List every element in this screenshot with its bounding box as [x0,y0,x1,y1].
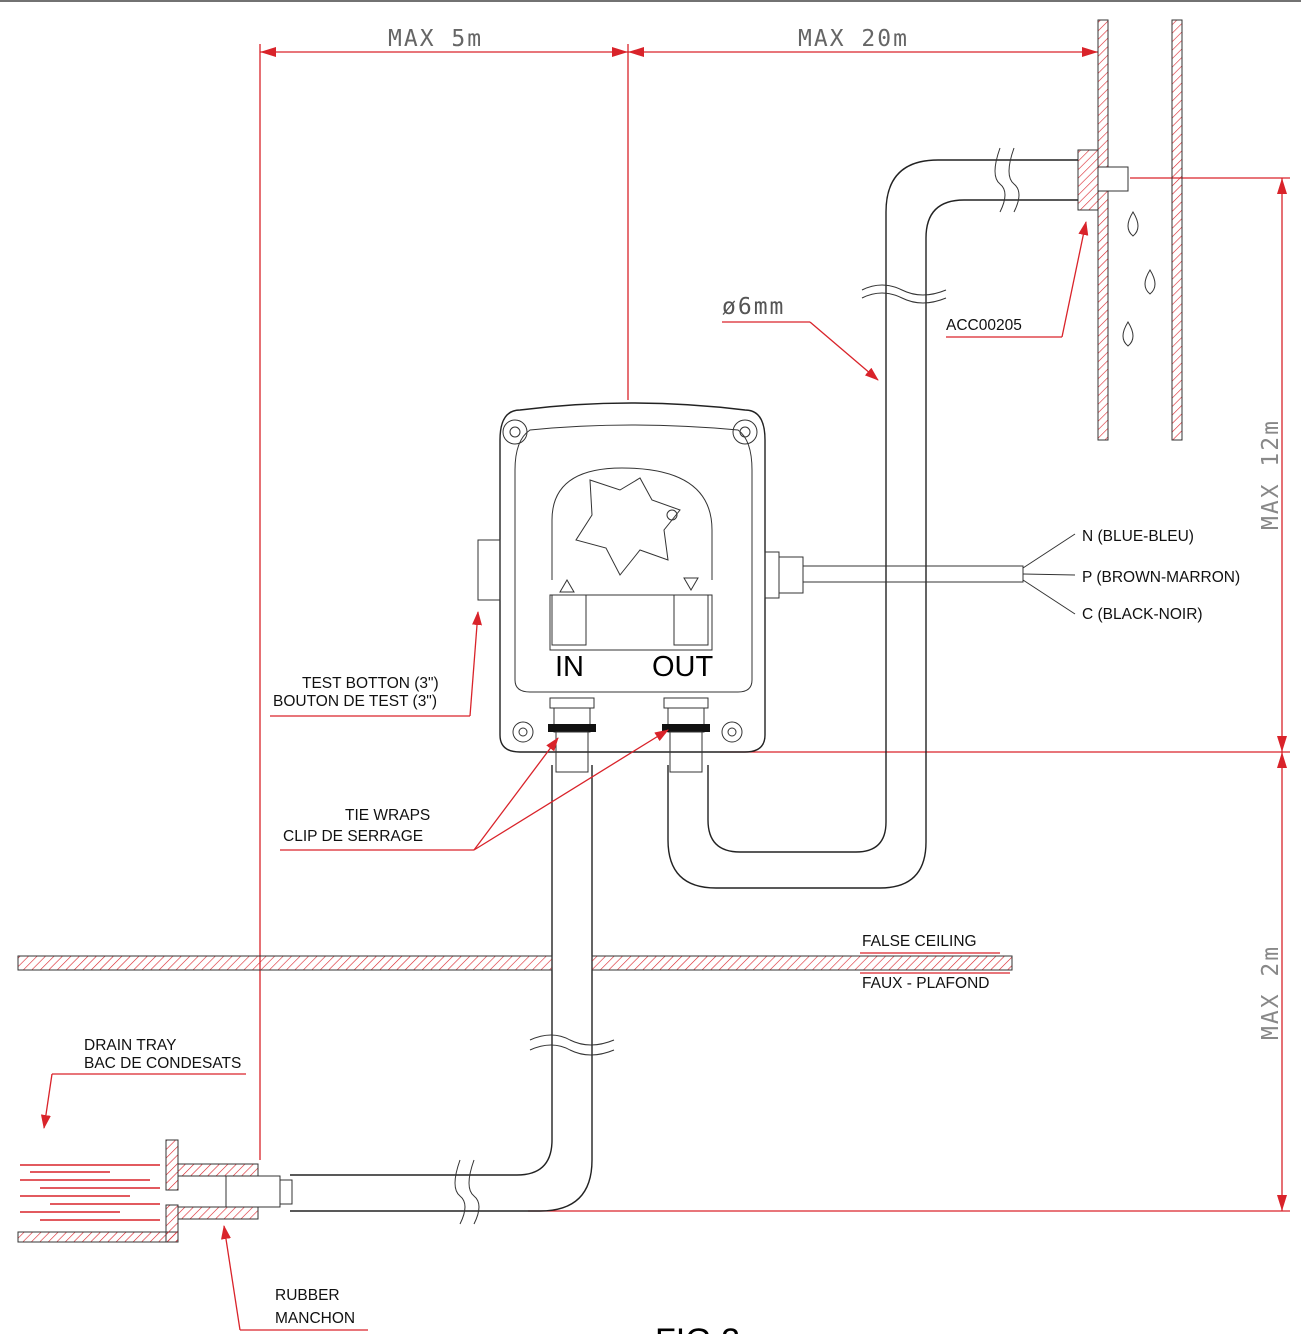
in-label: IN [555,651,584,683]
callout-drain-tray: DRAIN TRAY BAC DE CONDESATS [40,1037,246,1129]
test-button-label-fr: BOUTON DE TEST (3") [273,693,437,710]
outlet-tube [667,147,1078,889]
dimension-max-20m: MAX 20m [628,26,1098,57]
drain-tray-label-en: DRAIN TRAY [84,1037,176,1054]
diameter-label: ø6mm [722,294,785,320]
callout-tie-wraps: TIE WRAPS CLIP DE SERRAGE [280,729,669,851]
callout-test-button: TEST BOTTON (3") BOUTON DE TEST (3") [270,611,482,717]
wire-p-label: P (BROWN-MARRON) [1082,569,1240,586]
drain-tray [17,1139,293,1243]
tie-wraps-label-en: TIE WRAPS [345,807,430,824]
drain-tray-label-fr: BAC DE CONDESATS [84,1055,241,1072]
rubber-label-fr: MANCHON [275,1310,355,1327]
max-5m-label: MAX 5m [388,26,483,52]
dimension-max-5m: MAX 5m [259,26,629,1160]
dimension-max-2m: MAX 2m [528,752,1290,1212]
wires: N (BLUE-BLEU) P (BROWN-MARRON) C (BLACK-… [1022,528,1240,623]
wire-n-label: N (BLUE-BLEU) [1082,528,1194,545]
faux-plafond-label: FAUX - PLAFOND [862,975,989,992]
false-ceiling: FALSE CEILING FAUX - PLAFOND [17,933,1013,992]
wall-downpipe [1077,19,1183,441]
rubber-label-en: RUBBER [275,1287,340,1304]
max-2m-label: MAX 2m [1258,945,1284,1040]
callout-acc: ACC00205 [946,221,1089,338]
max-12m-label: MAX 12m [1258,419,1284,530]
figure-caption: FIG.2 [655,1322,740,1334]
wire-c-label: C (BLACK-NOIR) [1082,606,1203,623]
dimension-max-12m: MAX 12m [720,177,1290,753]
acc-label: ACC00205 [946,317,1022,334]
max-20m-label: MAX 20m [798,26,909,52]
false-ceiling-label: FALSE CEILING [862,933,977,950]
tie-wraps-label-fr: CLIP DE SERRAGE [283,828,423,845]
callout-diameter: ø6mm [722,294,879,381]
callout-rubber: RUBBER MANCHON [221,1225,368,1331]
out-label: OUT [652,651,714,683]
pump-unit: IN OUT [477,402,1024,773]
inlet-tube [290,765,615,1225]
test-button-label-en: TEST BOTTON (3") [302,675,439,692]
